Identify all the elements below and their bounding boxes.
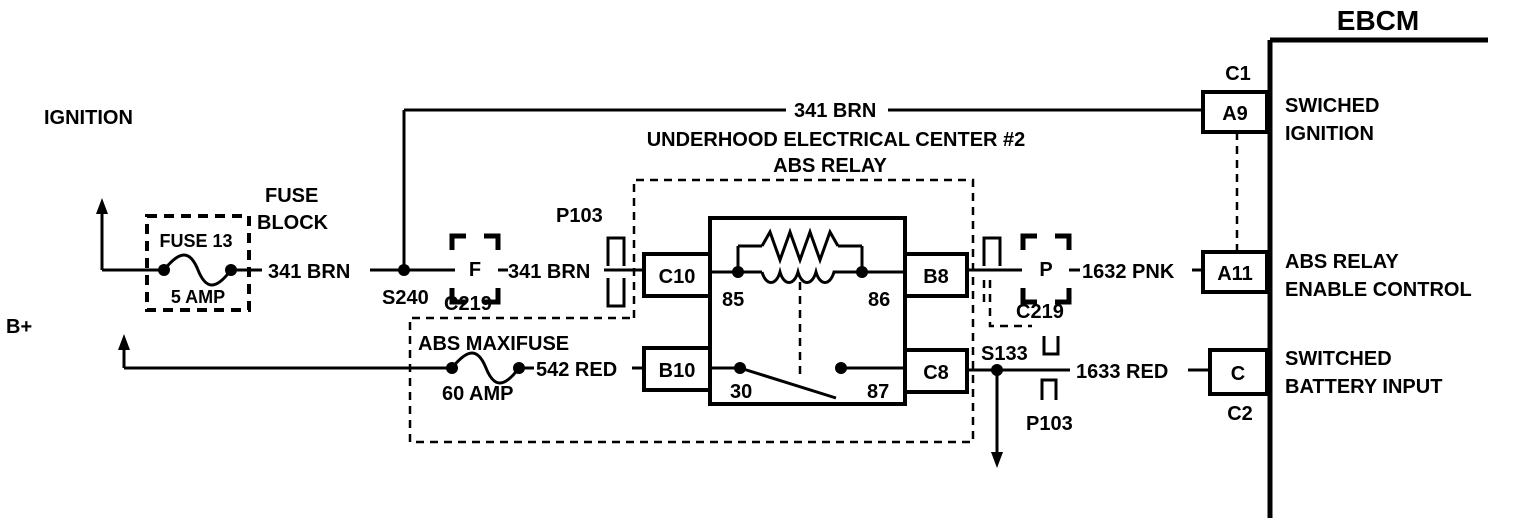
ebcm-input-a11-line1: ABS RELAY <box>1285 251 1399 273</box>
ebcm-pin-c: C <box>1208 348 1269 396</box>
b8-label: B8 <box>923 266 949 288</box>
c8-label: C8 <box>923 362 949 384</box>
splice-s133-label: S133 <box>981 343 1028 365</box>
relay-connector-b8: B8 <box>903 252 969 298</box>
relay-terminal-86: 86 <box>868 289 890 311</box>
ebcm-input-a9-line2: IGNITION <box>1285 123 1374 145</box>
ignition-feed-arrow <box>96 198 160 272</box>
relay-connector-b10: B10 <box>642 346 712 392</box>
fuse-13-icon <box>158 253 237 287</box>
connector-p103-left: P103 <box>556 205 603 227</box>
connector-p-label: P <box>1039 259 1052 281</box>
relay-terminal-85: 85 <box>722 289 744 311</box>
wire-label-341-brn-top: 341 BRN <box>794 100 876 122</box>
connector-p103-left-symbol <box>604 236 644 308</box>
relay-terminal-87: 87 <box>867 381 889 403</box>
fuse-block-title-line1: FUSE <box>265 185 318 207</box>
connector-c219-left: C219 <box>444 293 492 315</box>
fuse-block-title-line2: BLOCK <box>257 212 329 234</box>
connector-c219-right: C219 <box>1016 301 1064 323</box>
ground-arrow <box>991 452 1003 468</box>
c10-label: C10 <box>659 266 696 288</box>
connector-p103-right-upper <box>982 236 1002 266</box>
maxifuse-icon <box>446 351 525 385</box>
ebcm-input-a9-line1: SWICHED <box>1285 95 1379 117</box>
fuse-13-label: FUSE 13 <box>159 231 232 251</box>
c219-right-outline <box>982 280 1032 328</box>
maxifuse-name: ABS MAXIFUSE <box>418 333 569 355</box>
ebcm-module: EBCM C1 C2 <box>1225 5 1488 518</box>
ebcm-title: EBCM <box>1337 5 1419 36</box>
connector-p103-right-lower <box>1040 378 1058 400</box>
fuse-block-outline <box>145 214 251 312</box>
wire-label-1633-red: 1633 RED <box>1076 361 1168 383</box>
pin-a11-label: A11 <box>1217 263 1253 285</box>
splice-s240-label: S240 <box>382 287 429 309</box>
connector-p: P <box>1020 233 1072 305</box>
connector-f-label: F <box>469 259 481 281</box>
abs-relay-title: ABS RELAY <box>773 155 887 177</box>
ebcm-pin-a9: A9 <box>1201 90 1269 134</box>
maxifuse-rating: 60 AMP <box>442 383 514 405</box>
battery-label: B+ <box>6 316 32 338</box>
ebcm-input-c-line2: BATTERY INPUT <box>1285 376 1442 398</box>
battery-feed-arrow <box>118 334 452 370</box>
fuse-13-rating: 5 AMP <box>171 287 225 307</box>
wire-label-1632-pnk: 1632 PNK <box>1082 261 1175 283</box>
relay-connector-c8: C8 <box>903 348 969 394</box>
underhood-center-title: UNDERHOOD ELECTRICAL CENTER #2 <box>647 129 1026 151</box>
ebcm-pin-a11: A11 <box>1201 250 1269 294</box>
wire-label-542-red: 542 RED <box>536 359 617 381</box>
ignition-label: IGNITION <box>44 107 133 129</box>
relay-connector-c10: C10 <box>642 252 712 298</box>
connector-p103-right-mid <box>1042 336 1060 356</box>
ebcm-input-c-line1: SWITCHED <box>1285 348 1392 370</box>
connector-f: F <box>449 233 501 305</box>
wire-label-341-brn-relay: 341 BRN <box>508 261 590 283</box>
ebcm-connector-c1: C1 <box>1225 63 1251 85</box>
relay-coil <box>710 227 905 284</box>
ebcm-connector-c2: C2 <box>1227 403 1253 425</box>
wire-label-341-brn-fuse: 341 BRN <box>268 261 350 283</box>
pin-c-label: C <box>1231 363 1245 385</box>
relay-terminal-30: 30 <box>730 381 752 403</box>
connector-p103-right: P103 <box>1026 413 1073 435</box>
ebcm-input-a11-line2: ENABLE CONTROL <box>1285 279 1472 301</box>
pin-a9-label: A9 <box>1222 103 1248 125</box>
b10-label: B10 <box>659 360 696 382</box>
relay-switch <box>710 362 905 400</box>
